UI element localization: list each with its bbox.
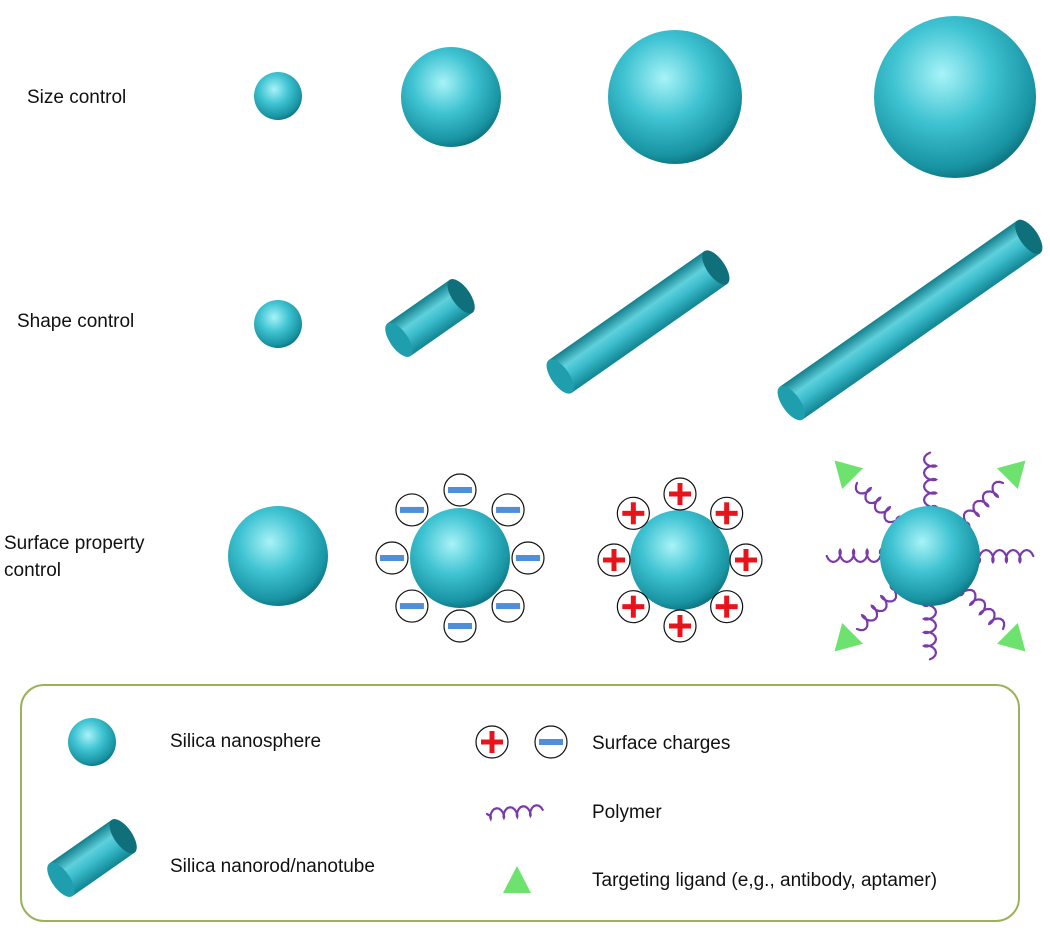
polymer-chain [854,481,901,525]
positive-charge-ring [597,477,763,643]
legend-positive-charge-icon [475,725,509,759]
size-control-row [254,16,1036,178]
legend-nanosphere-icon [68,718,116,766]
polymer-chain [825,547,886,564]
legend-box [20,684,1020,922]
positive-charge-icon [710,496,744,530]
nanorod-long [777,219,1043,421]
targeting-ligand-icon [834,460,863,489]
negative-charge-icon [443,609,477,643]
functionalized-particle [825,451,1035,661]
polymer-chains [825,451,1035,661]
nanosphere-shape [254,300,302,348]
surface-control-label-line1: Surface property [4,533,145,554]
positive-charged-particle [597,477,763,643]
nanorod-short [385,279,475,357]
legend-nanorod-icon [47,819,137,897]
positive-charge-icon [616,496,650,530]
polymer-chain [921,600,938,661]
shape-control-label: Shape control [17,311,135,332]
negative-charge-icon [491,493,525,527]
legend-polymer-icon [485,804,544,822]
shape-control-row [254,219,1043,421]
nanosphere-xlarge [874,16,1036,178]
nanorod-medium [546,250,730,394]
negative-charge-icon [395,589,429,623]
legend-polymer-label: Polymer [592,802,662,823]
nanosphere-large [608,30,742,164]
legend-ligand-label: Targeting ligand (e,g., antibody, aptame… [592,870,938,891]
positive-charge-icon [663,609,697,643]
negative-charge-icon [375,541,409,575]
nanosphere-medium [401,47,501,147]
surface-control-row [228,451,1035,661]
positive-charge-icon [729,543,763,577]
negative-charge-ring [375,473,545,643]
polymer-chain [855,585,899,632]
legend-nanorod-label: Silica nanorod/nanotube [170,856,375,877]
targeting-ligand-icon [834,623,863,652]
negative-charge-icon [491,589,525,623]
legend-icons [47,718,568,897]
nanosphere-small [254,72,302,120]
positive-charge-icon [663,477,697,511]
polymer-chain [922,451,939,512]
negative-charge-icon [395,493,429,527]
negative-charged-particle [375,473,545,643]
legend-negative-charge-icon [534,725,568,759]
nanosphere-negative-core [410,508,510,608]
nanosphere-bare [228,506,328,606]
positive-charge-icon [616,590,650,624]
nanosphere-positive-core [630,510,730,610]
size-control-label: Size control [27,87,127,108]
polymer-chain [974,548,1035,565]
legend-charges-label: Surface charges [592,733,731,754]
polymer-chain [961,480,1005,527]
polymer-chain [959,587,1006,631]
positive-charge-icon [710,590,744,624]
legend-ligand-icon [503,866,531,893]
legend-nanosphere-label: Silica nanosphere [170,731,322,752]
surface-control-label-line2: control [4,560,62,581]
nanosphere-functionalized-core [880,506,980,606]
positive-charge-icon [597,543,631,577]
targeting-ligand-icon [997,623,1026,652]
negative-charge-icon [443,473,477,507]
targeting-ligands [834,460,1026,652]
negative-charge-icon [511,541,545,575]
targeting-ligand-icon [997,460,1026,489]
